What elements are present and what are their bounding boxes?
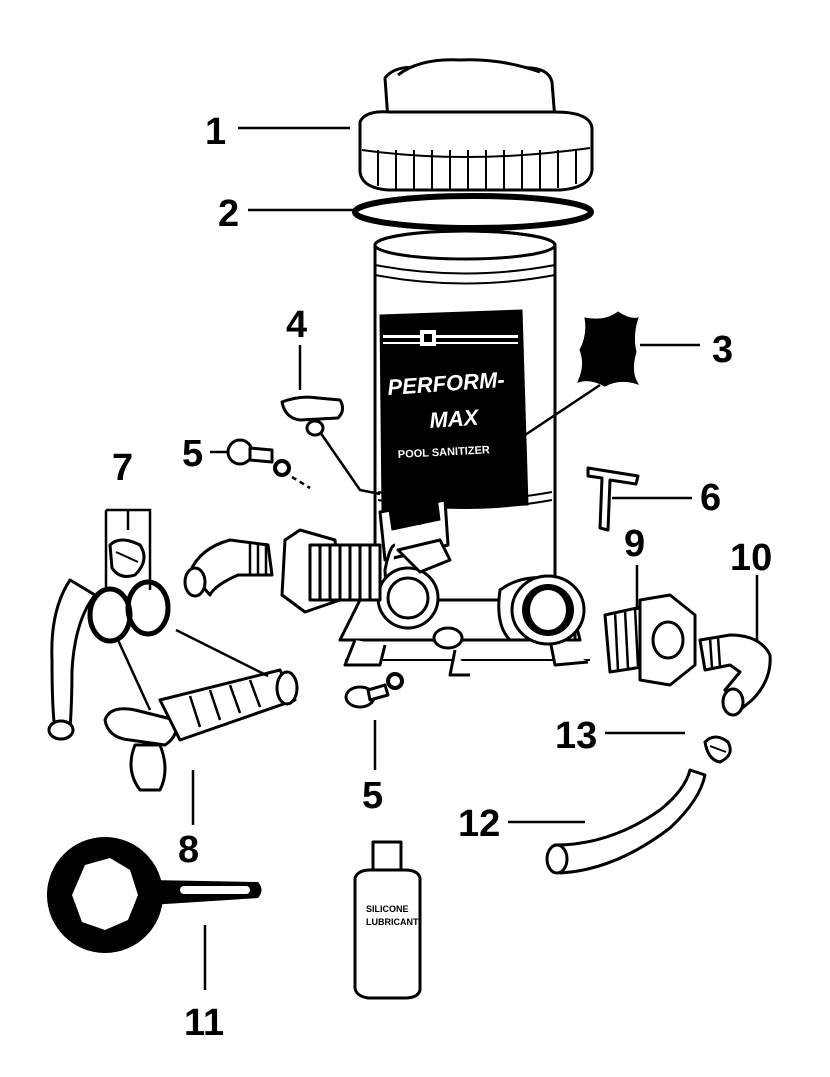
part-7-clamps-orings — [47, 538, 171, 741]
callout-4: 4 — [286, 304, 307, 346]
left-elbow-fitting — [183, 538, 274, 598]
callout-5-lower: 5 — [362, 775, 383, 817]
check-valve — [385, 479, 441, 531]
bottle-label-line1: SILICONE — [366, 904, 409, 914]
canister-brand-line2: MAX — [429, 405, 481, 433]
left-inlet-coupling — [280, 528, 382, 614]
callout-13: 13 — [555, 715, 597, 757]
callout-7: 7 — [112, 447, 133, 489]
callout-8: 8 — [178, 829, 199, 871]
callout-9: 9 — [624, 523, 645, 565]
part-12-hose — [545, 768, 707, 875]
part-10-elbow — [698, 633, 772, 717]
part-3-bag — [577, 311, 640, 387]
part-5-screw-upper — [226, 438, 291, 477]
part-6-tool — [586, 466, 640, 532]
part-9-union — [603, 593, 697, 687]
callout-12: 12 — [458, 803, 500, 845]
callout-6: 6 — [700, 477, 721, 519]
leader-7 — [104, 508, 152, 590]
leader-7-hose — [175, 628, 269, 678]
right-threaded-port — [497, 574, 586, 646]
canister-product-name: POOL SANITIZER — [398, 444, 491, 461]
leader-4-valve — [318, 431, 381, 496]
leader-5a-arrow — [291, 475, 311, 490]
part-11-wrench — [47, 837, 262, 953]
part-2-oring — [352, 193, 594, 231]
callout-1: 1 — [205, 111, 226, 153]
silicone-lubricant-bottle: SILICONE LUBRICANT — [353, 840, 422, 1000]
leader-3-bag — [419, 383, 601, 507]
callout-11: 11 — [184, 1002, 224, 1044]
callout-10: 10 — [730, 537, 772, 579]
leader-7-oring — [116, 639, 152, 711]
callout-3: 3 — [712, 329, 733, 371]
part-4-valve-knob — [280, 395, 345, 437]
part-5-screw-lower — [344, 672, 404, 709]
callout-2: 2 — [218, 193, 239, 235]
callout-numbers: 1 2 3 4 5 5 6 7 8 9 10 11 12 13 — [112, 111, 772, 1044]
leader-lines — [104, 126, 759, 990]
part-13-hose-clamp — [703, 735, 732, 764]
bottle-label-line2: LUBRICANT — [366, 917, 419, 927]
callout-5-upper: 5 — [182, 433, 203, 475]
part-8-valve-assembly — [103, 668, 299, 792]
part-1-lid — [358, 58, 594, 192]
